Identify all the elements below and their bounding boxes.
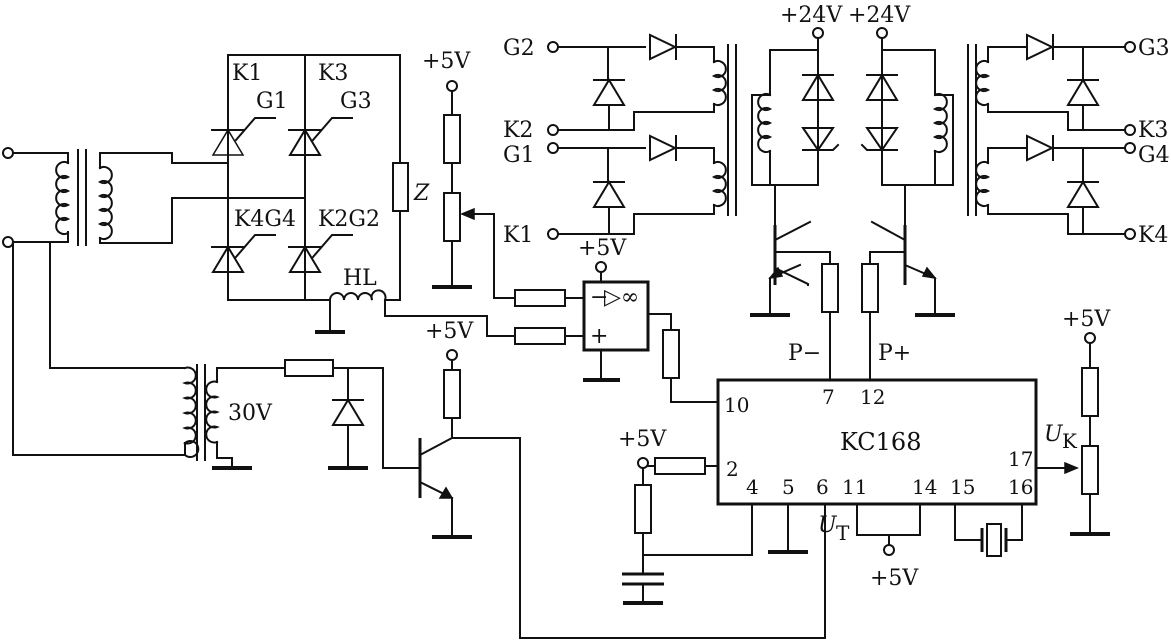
pin-2: 2 [726, 457, 739, 481]
pin-11: 11 [842, 475, 867, 499]
pin-7: 7 [822, 385, 835, 409]
input-terminal-top [2, 147, 14, 159]
pin-17: 17 [1008, 447, 1033, 471]
thyristor-bridge: K1 K3 G1 G3 K4G4 K2G2 [211, 54, 401, 301]
label-v24-left: +24V [780, 3, 843, 28]
label-v5-top: +5V [422, 49, 471, 74]
hl-coil: HL [315, 266, 516, 337]
mains-input [2, 147, 186, 456]
opamp-symbol: ▷∞ [604, 285, 639, 310]
pin-4: 4 [746, 475, 759, 499]
label-g3: G3 [340, 89, 372, 114]
label-z: Z [413, 181, 430, 206]
thyristor-k4 [211, 234, 276, 273]
kc168-chip: KC168 10 7 12 2 4 5 6 11 14 15 16 17 [716, 378, 1038, 506]
right-pulse-output: G3 K3 G4 K4 [967, 33, 1170, 248]
label-k2-in: K2 [503, 118, 533, 143]
label-k4g4: K4G4 [234, 207, 296, 232]
label-uk-sub: K [1062, 429, 1078, 453]
pin-15: 15 [950, 475, 975, 499]
label-v5-right: +5V [1062, 307, 1111, 332]
pin-16: 16 [1008, 475, 1033, 499]
label-v5-left: +5V [618, 427, 667, 452]
right-driver: +24V P+ [848, 3, 955, 381]
chip-name: KC168 [840, 428, 921, 456]
label-g4-out: G4 [1138, 143, 1170, 168]
sync-transistor [418, 436, 826, 639]
pin-5: 5 [782, 475, 795, 499]
label-30v: 30V [228, 401, 273, 426]
op-amp: − + ▷∞ +5V [514, 236, 719, 403]
label-g1-in: G1 [503, 143, 535, 168]
label-k2g2: K2G2 [318, 207, 380, 232]
left-pulse-output: G2 K2 G1 K1 [503, 33, 737, 248]
opamp-plus-sign: + [590, 324, 608, 349]
label-k3: K3 [318, 61, 348, 86]
chip-timing-network: +5V [618, 427, 753, 605]
label-k1: K1 [232, 61, 262, 86]
label-v24-right: +24V [848, 3, 911, 28]
opamp-bias: +5V [425, 319, 474, 439]
chip-bottom-pins: U T +5V [768, 503, 1023, 591]
input-terminal-bottom [2, 236, 14, 248]
thyristor-k1 [211, 117, 276, 156]
label-hl: HL [343, 266, 377, 291]
label-g3-out: G3 [1138, 36, 1170, 61]
pin-14: 14 [912, 475, 937, 499]
potentiometer-top: +5V [422, 49, 516, 299]
label-k4-out: K4 [1138, 223, 1168, 248]
label-uk: U [1044, 422, 1064, 447]
label-ut: U [818, 513, 838, 538]
thyristor-k2 [288, 234, 353, 273]
label-v5-trans: +5V [425, 319, 474, 344]
main-transformer [55, 149, 229, 246]
opamp-minus-sign: − [590, 285, 608, 310]
pin-6: 6 [816, 475, 829, 499]
uk-potentiometer: +5V U K [1035, 307, 1111, 536]
left-driver: +24V P− [750, 3, 843, 381]
label-k1-in: K1 [503, 223, 533, 248]
load-resistor-z: Z [392, 162, 430, 212]
label-g2-in: G2 [503, 36, 535, 61]
label-k3-out: K3 [1138, 118, 1168, 143]
pin-10: 10 [724, 393, 749, 417]
label-g1: G1 [256, 89, 288, 114]
sync-transformer: 30V [182, 359, 421, 470]
thyristor-k3 [288, 117, 353, 156]
label-p-minus: P− [788, 341, 821, 366]
label-ut-sub: T [836, 521, 850, 545]
pin-12: 12 [860, 385, 885, 409]
label-v5-opamp: +5V [578, 236, 627, 261]
label-p-plus: P+ [878, 341, 911, 366]
label-v5-bottom: +5V [870, 566, 919, 591]
